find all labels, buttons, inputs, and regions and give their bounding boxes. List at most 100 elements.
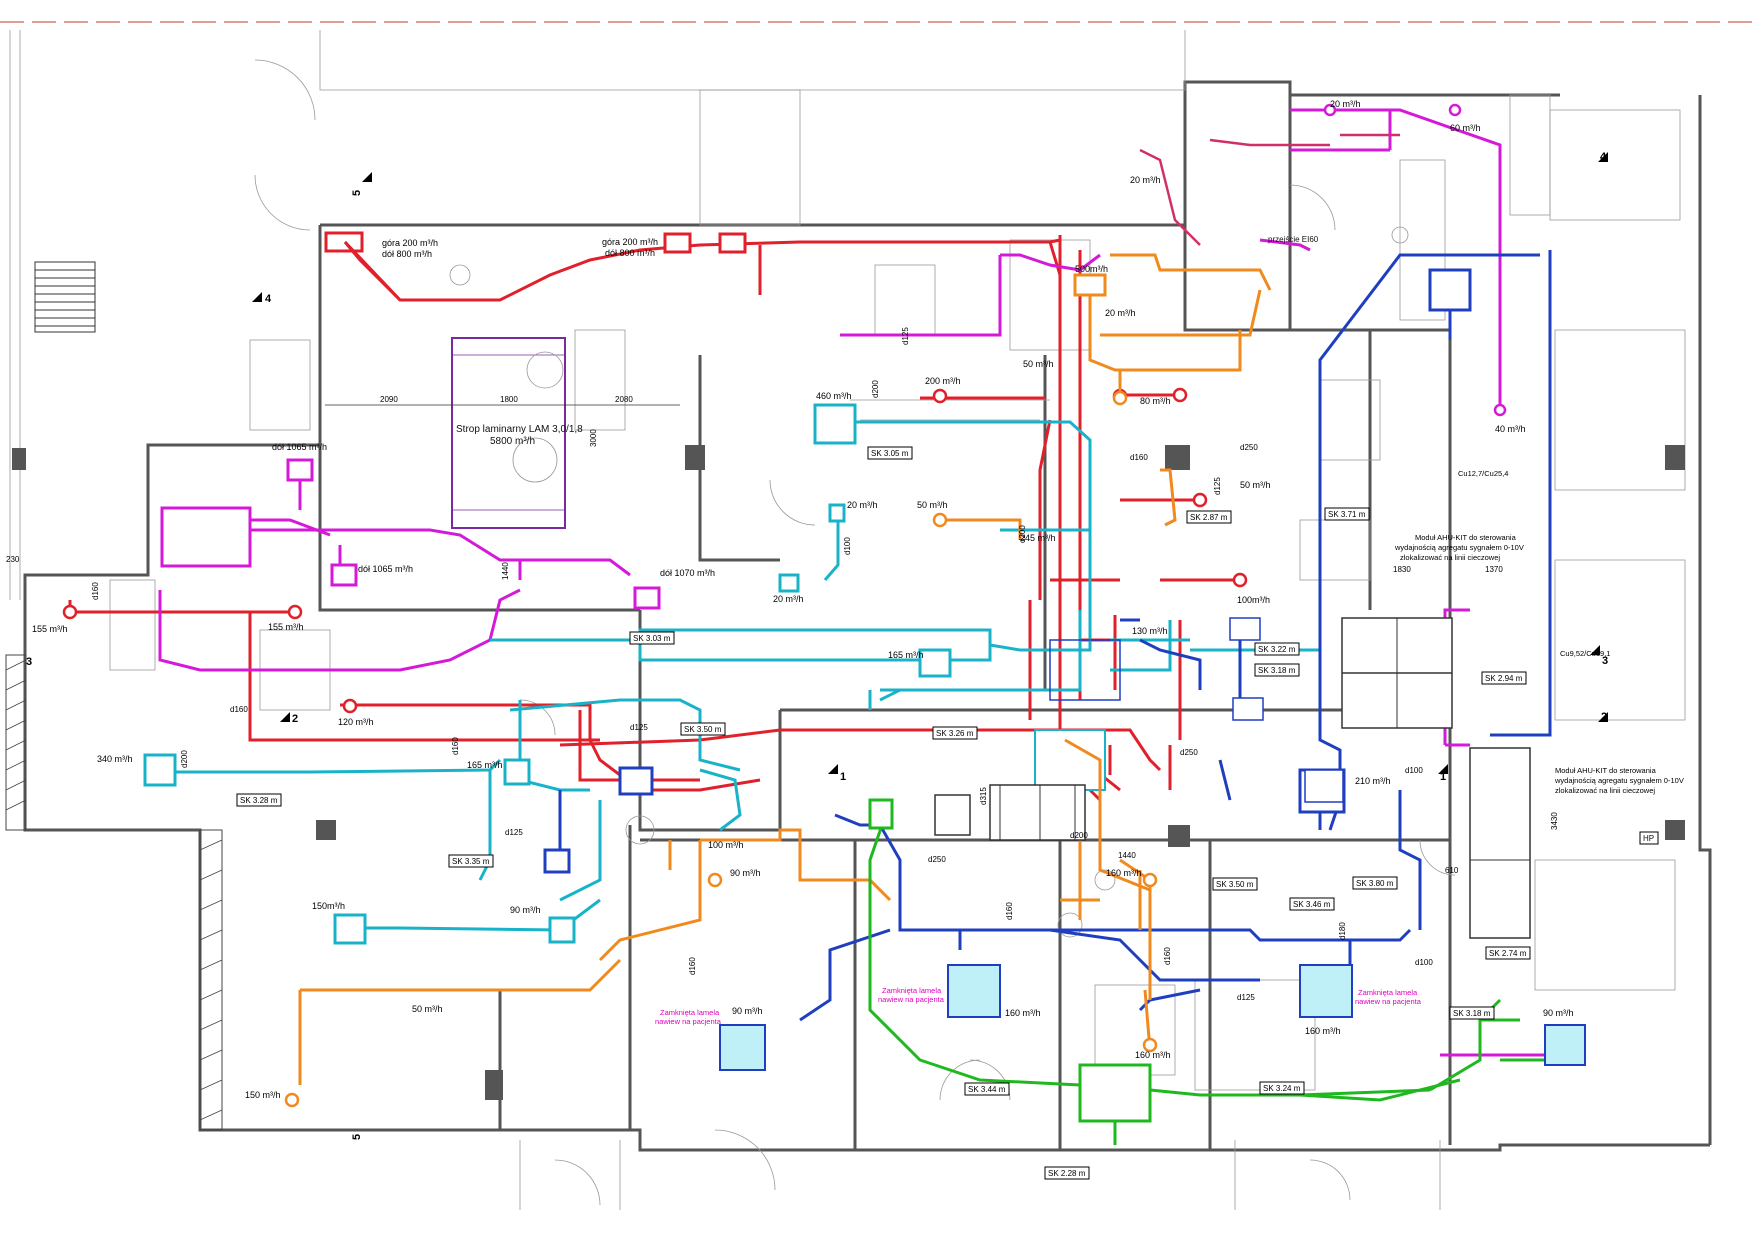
airflow-label: 155 m³/h (32, 624, 68, 634)
strop-title: Strop laminarny LAM 3,0/1,8 (456, 424, 583, 435)
sk-tag: SK 3.05 m (871, 449, 909, 458)
interior-details (9, 30, 1686, 1210)
duct-size: d250 (928, 855, 946, 864)
modul-note: zlokalizować na linii cieczowej (1400, 553, 1500, 562)
sk-tag: SK 3.50 m (684, 725, 722, 734)
dimension: 1800 (500, 395, 518, 404)
airflow-label: 460 m³/h (816, 391, 852, 401)
duct-size: d160 (688, 957, 697, 975)
duct-magenta (158, 108, 1582, 1057)
airflow-label: 90 m³/h (1543, 1008, 1574, 1018)
sk-tag: SK 3.44 m (968, 1085, 1006, 1094)
duct-diameter-labels: d160 d160 d125 d250 d200 d200 d100 d100 … (91, 327, 1433, 1002)
dimension-labels: 2090 1800 2080 3000 1830 1370 610 3430 2… (6, 395, 1559, 875)
airflow-label: 20 m³/h (773, 594, 804, 604)
duct-size: d180 (1338, 922, 1347, 940)
sk-tag-boxes (236, 446, 1531, 1180)
dol-label: dół 1065 m³/h (272, 442, 327, 452)
lamella-note: nawiew na pacjenta (655, 1017, 722, 1026)
section-marker: 5 (351, 1134, 363, 1140)
duct-size: d125 (630, 723, 648, 732)
equipment (934, 617, 1531, 939)
dol-label: dół 800 m³/h (382, 249, 432, 259)
airflow-label: 50 m³/h (1023, 359, 1054, 369)
sk-tag: SK 3.71 m (1328, 510, 1366, 519)
lamella-note: Zamknięta lamela (660, 1008, 720, 1017)
section-marker: 3 (26, 656, 32, 668)
duct-size: d200 (180, 750, 189, 768)
airflow-label: 90 m³/h (730, 868, 761, 878)
airflow-label: 120 m³/h (338, 717, 374, 727)
duct-size: d125 (1237, 993, 1255, 1002)
section-marker: 4 (265, 293, 272, 305)
lamella-note: nawiew na pacjenta (1355, 997, 1422, 1006)
sk-tag: SK 3.18 m (1453, 1009, 1491, 1018)
dimension: 610 (1445, 866, 1459, 875)
airflow-label: 340 m³/h (97, 754, 133, 764)
section-marker: 4 (1600, 151, 1607, 163)
airflow-label: 165 m³/h (467, 760, 503, 770)
airflow-label: 200 m³/h (925, 376, 961, 386)
duct-size: d100 (1405, 766, 1423, 775)
airflow-label: 130 m³/h (1132, 626, 1168, 636)
duct-size: d200 (871, 380, 880, 398)
duct-crimson (1139, 133, 1400, 246)
lamella-note: Zamknięta lamela (1358, 988, 1418, 997)
wall-hatch-left (5, 654, 223, 1131)
duct-size: d160 (1005, 902, 1014, 920)
duct-size: d160 (230, 705, 248, 714)
sk-tag: SK 3.24 m (1263, 1084, 1301, 1093)
section-marker: 5 (351, 190, 363, 196)
airflow-label: 500m³/h (1075, 264, 1108, 274)
dol-label: dół 800 m³/h (605, 248, 655, 258)
sk-tag: SK 2.74 m (1489, 949, 1527, 958)
duct-size: d160 (451, 737, 460, 755)
section-marker: 1 (840, 771, 846, 783)
sk-tag: SK 3.35 m (452, 857, 490, 866)
hp-tag: HP (1643, 834, 1654, 843)
dimension: 1370 (1485, 565, 1503, 574)
airflow-label: 20 m³/h (847, 500, 878, 510)
dol-label: dół 1070 m³/h (660, 568, 715, 578)
duct-size: d315 (979, 787, 988, 805)
airflow-label: 40 m³/h (1495, 424, 1526, 434)
duct-size: d100 (1415, 958, 1433, 967)
airflow-label: 20 m³/h (1105, 308, 1136, 318)
columns (12, 445, 1685, 1100)
dimension: 3430 (1550, 812, 1559, 830)
magenta-terminals (1323, 103, 1507, 417)
airflow-label: 160 m³/h (1005, 1008, 1041, 1018)
duct-size: d125 (901, 327, 910, 345)
airflow-label: 20 m³/h (1130, 175, 1161, 185)
lamella-note: Zamknięta lamela (882, 986, 942, 995)
modul-note: Moduł AHU-KIT do sterowania (1415, 533, 1517, 542)
przejscie-label: przejście EI60 (1268, 235, 1319, 244)
modul-note: wydajnością agregatu sygnałem 0-10V (1394, 543, 1524, 552)
orange-terminals (284, 390, 1158, 1108)
duct-size: d160 (91, 582, 100, 600)
plan-labels: Strop laminarny LAM 3,0/1,8 5800 m³/h gó… (272, 235, 1684, 1026)
sk-tag: SK 3.50 m (1216, 880, 1254, 889)
modul-note: wydajnością agregatu sygnałem 0-10V (1554, 776, 1684, 785)
strop-flow: 5800 m³/h (490, 436, 535, 447)
sk-tag: SK 3.26 m (936, 729, 974, 738)
airflow-label: 155 m³/h (268, 622, 304, 632)
airflow-label: 50 m³/h (917, 500, 948, 510)
airflow-label: 60 m³/h (1450, 123, 1481, 133)
sk-tag: SK 3.03 m (633, 634, 671, 643)
duct-size: d250 (1180, 748, 1198, 757)
sk-tag: SK 3.46 m (1293, 900, 1331, 909)
airflow-label: 160 m³/h (1135, 1050, 1171, 1060)
ceiling-cassettes (719, 769, 1586, 1071)
section-markers: 5 4 4 3 3 2 2 1 1 5 (26, 151, 1608, 1140)
dol-label: dół 1065 m³/h (358, 564, 413, 574)
duct-green (868, 798, 1550, 1145)
dimension: 1830 (1393, 565, 1411, 574)
duct-size: d160 (1163, 947, 1172, 965)
dimension: 1440 (1118, 851, 1136, 860)
pipe-spec: Cu12,7/Cu25,4 (1458, 469, 1508, 478)
laminar-ceiling (451, 337, 566, 529)
airflow-label: 150m³/h (312, 901, 345, 911)
airflow-label: 100 m³/h (708, 840, 744, 850)
airflow-labels: 20 m³/h 60 m³/h 20 m³/h 500m³/h 20 m³/h … (32, 99, 1574, 1100)
